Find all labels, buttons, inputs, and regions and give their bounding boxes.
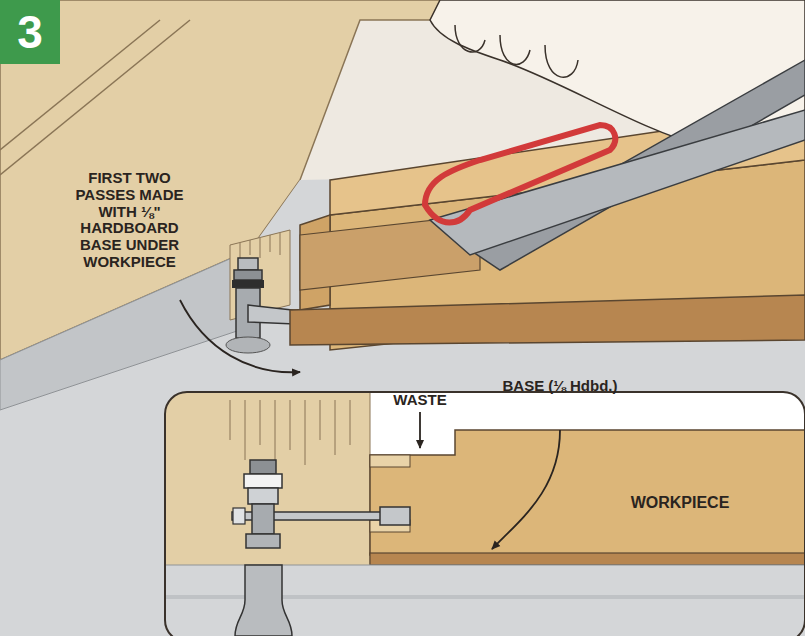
part-label: WASTE bbox=[380, 392, 460, 409]
step-number: 3 bbox=[17, 9, 43, 55]
callout-note: FIRST TWO PASSES MADE WITH ⅛" HARDBOARD … bbox=[62, 170, 197, 271]
part-label: WORKPIECE bbox=[620, 494, 740, 512]
step-number-box: 3 bbox=[0, 0, 60, 64]
part-label: BASE (⅛ Hdbd.) bbox=[500, 378, 620, 395]
